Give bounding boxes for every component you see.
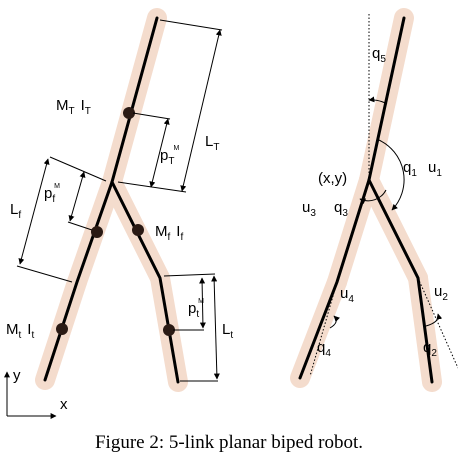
femur-com-label: pfM (44, 183, 60, 205)
u3-label: u3 (302, 199, 316, 219)
tibia-length-label: Lt (222, 321, 233, 341)
hip-position-label: (x,y) (318, 170, 347, 187)
q3-label: q3 (334, 199, 348, 219)
q3-angle-arc (359, 189, 387, 204)
femur-com-dot (91, 226, 103, 238)
right-femur-com-dot (132, 224, 144, 236)
swing-leg (110, 180, 180, 384)
torso-com-label: pTM (160, 145, 179, 167)
right-diagram: q5 q1 u1 (x,y) u3 q3 u4 q4 u2 q2 (290, 8, 458, 392)
femur-com-arrow (68, 171, 86, 222)
torso-length-label: LT (205, 133, 219, 153)
tibia-com-dot (56, 323, 68, 335)
q1-label: q1 (403, 159, 417, 179)
q5-label: q5 (372, 45, 386, 65)
torso-com-dot (123, 107, 135, 119)
u4-label: u4 (340, 285, 354, 305)
tibia-length-arrow (211, 275, 220, 380)
q4-label: q4 (317, 339, 331, 359)
tibia-com-arrow (199, 277, 206, 329)
q4-angle-arc (329, 315, 340, 329)
femur-length-label: Lf (10, 201, 21, 221)
femur-extension-bottom (16, 265, 73, 283)
u1-label: u1 (428, 159, 442, 179)
u2-label: u2 (434, 283, 448, 303)
torso-length-arrow (180, 29, 222, 192)
q2-label: q2 (423, 339, 437, 359)
femur-length-arrow (18, 158, 50, 265)
q5-angle-arc (368, 96, 388, 105)
torso-and-stance-leg-right (298, 16, 406, 380)
q1-angle-arc (378, 139, 405, 211)
y-axis-label: y (13, 367, 21, 384)
stance-knee-reference-line (309, 281, 338, 377)
x-axis-label: x (60, 396, 68, 413)
figure-caption: Figure 2: 5-link planar biped robot. (95, 432, 363, 453)
torso-com-arrow (149, 118, 170, 188)
tibia-com-label: ptM (188, 298, 204, 320)
swing-knee-reference-line (417, 277, 458, 369)
tibia-extension-top (163, 273, 216, 277)
torso-extension-top (159, 19, 223, 31)
torso-com-extension (132, 112, 171, 120)
right-tibia-com-dot (163, 324, 175, 336)
femur-com-extension (67, 221, 93, 231)
femur-extension-top (49, 156, 107, 182)
q2-angle-arc (425, 313, 443, 327)
